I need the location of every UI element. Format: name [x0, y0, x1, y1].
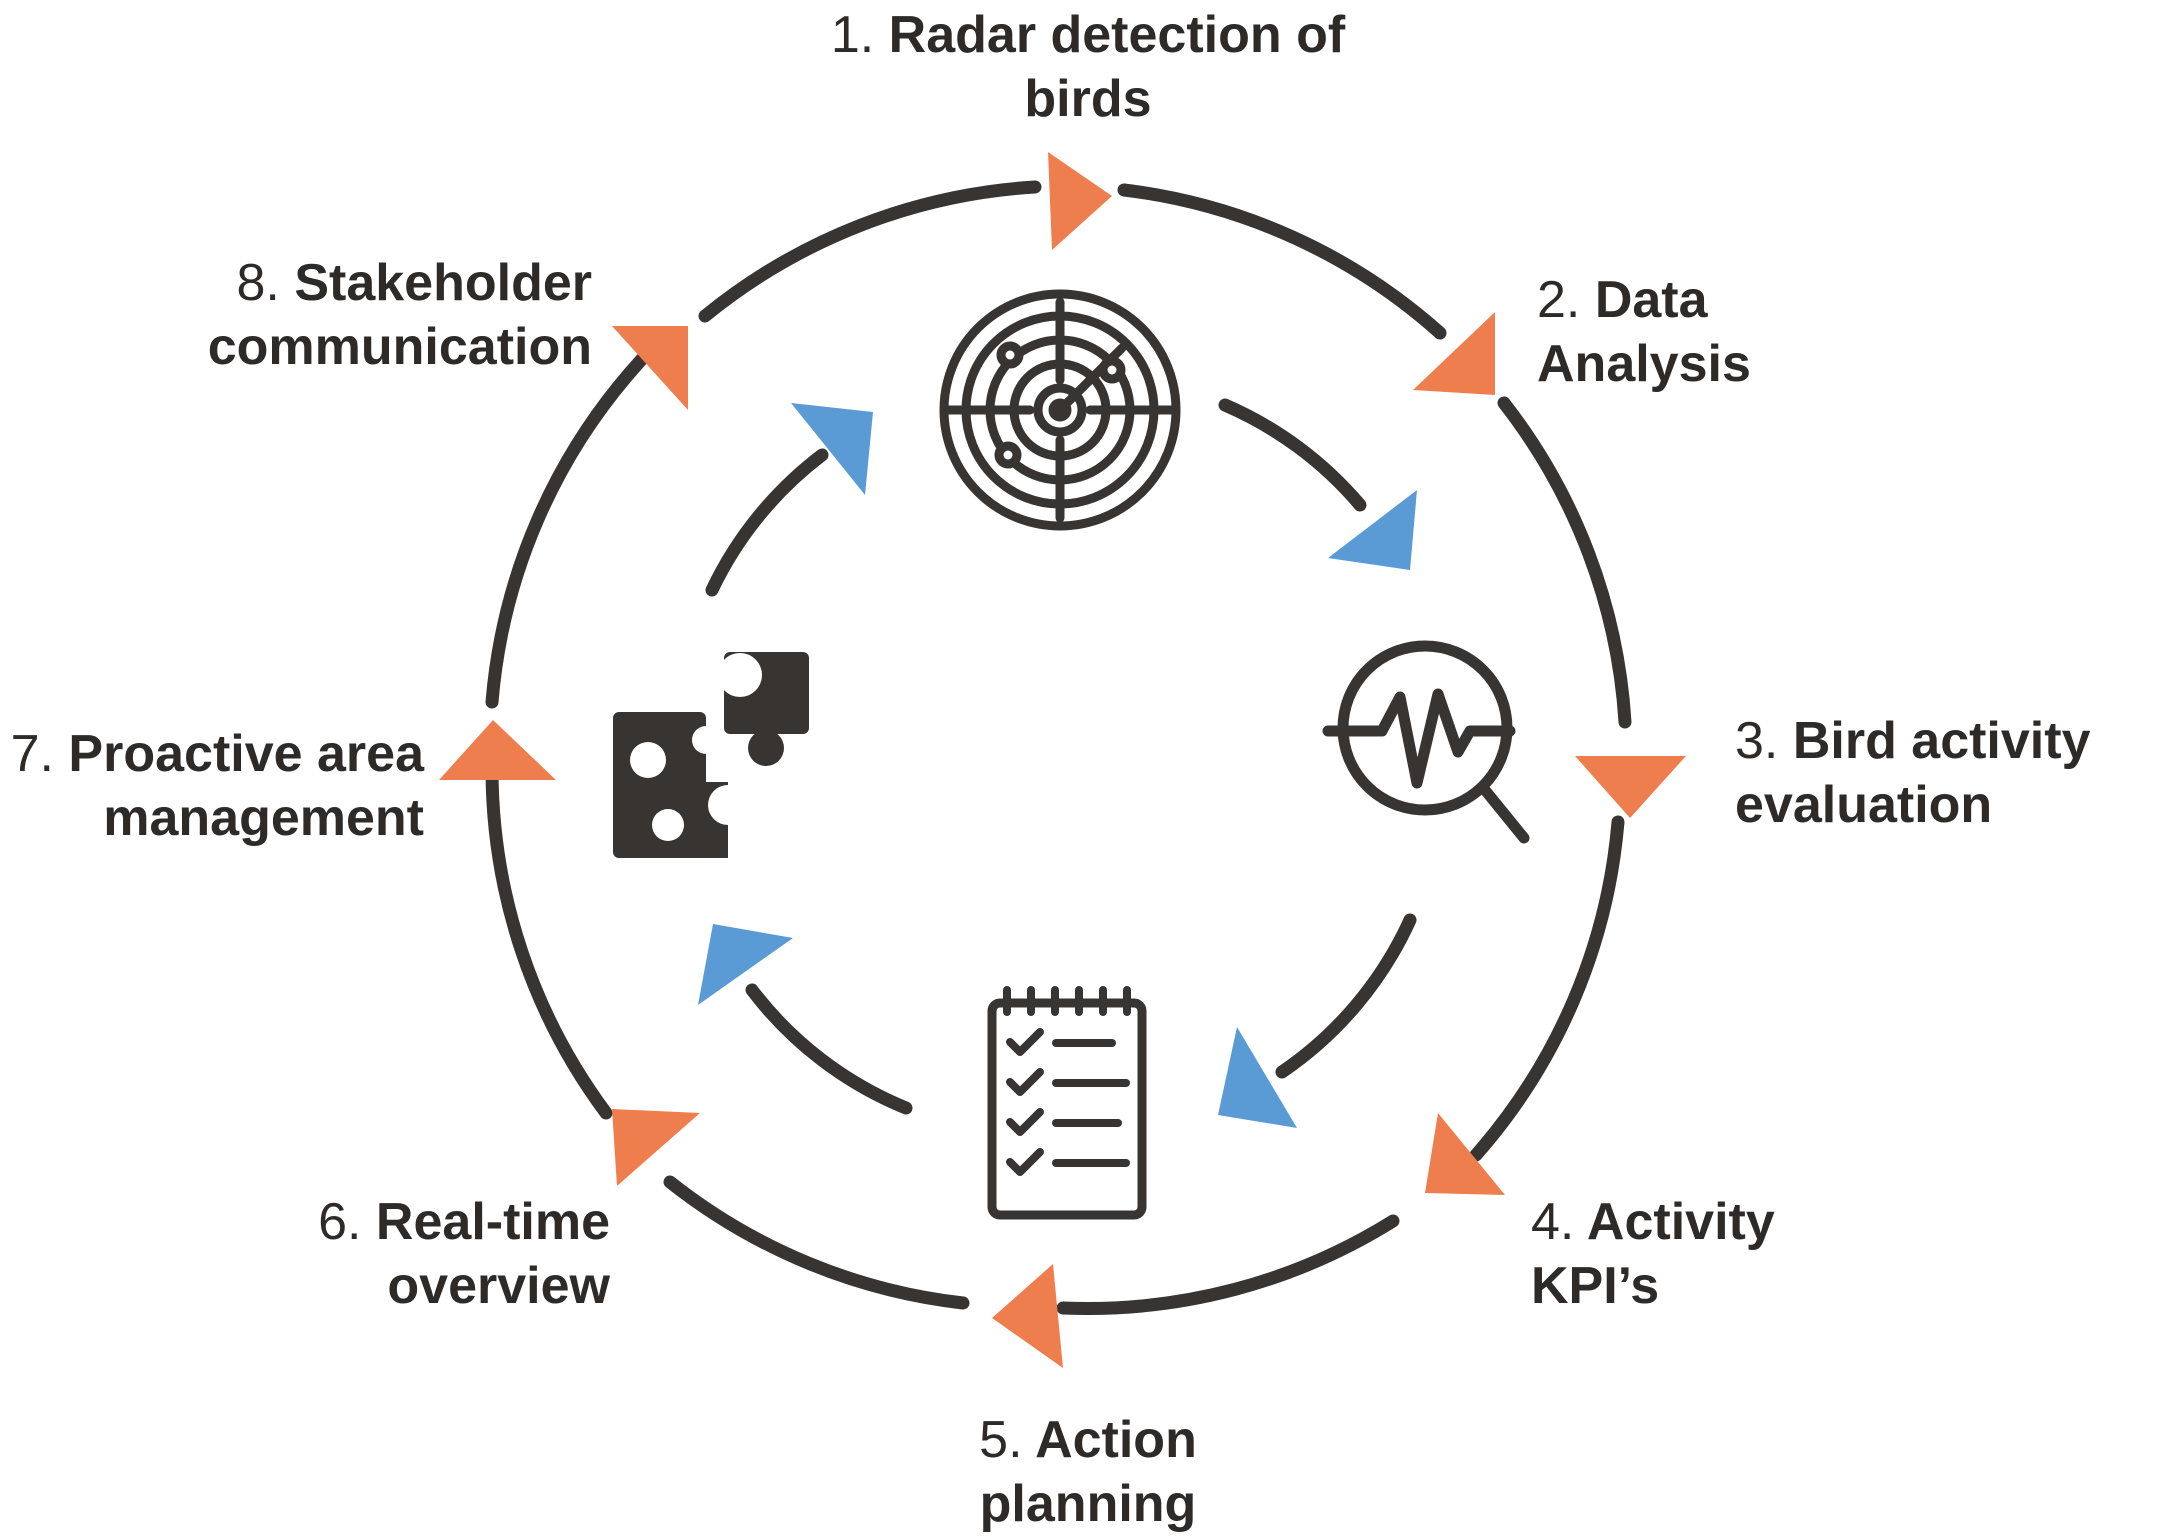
inner-arrow-4 — [791, 403, 873, 495]
inner-arrow-1 — [1328, 490, 1417, 570]
inner-arrows — [698, 403, 1417, 1128]
arrow-step-1 — [1048, 152, 1112, 250]
radar-icon — [939, 289, 1181, 531]
inner-ring — [705, 398, 1417, 1115]
step-title-line2: management — [103, 789, 424, 847]
step-number: 4. — [1531, 1193, 1575, 1251]
inner-arrow-3 — [698, 924, 793, 1005]
step-title-line2: Analysis — [1537, 335, 1751, 393]
step-title-line1: Stakeholder — [294, 254, 592, 312]
step-number: 5. — [979, 1411, 1023, 1469]
arrow-step-8 — [612, 326, 688, 410]
step-title-line2: KPI’s — [1531, 1257, 1660, 1315]
arrow-step-7 — [439, 720, 556, 780]
arrow-step-2 — [1413, 312, 1495, 395]
step-number: 3. — [1735, 712, 1779, 770]
step-title-line1: Real-time — [375, 1193, 610, 1251]
step-label-5: 5. Action planning — [918, 1408, 1258, 1536]
step-title-line1: Activity — [1586, 1193, 1775, 1251]
step-label-1: 1. Radar detection of birds — [818, 3, 1358, 131]
arrow-step-4 — [1425, 1113, 1505, 1195]
step-label-7: 7. Proactive area management — [0, 722, 424, 850]
step-title-line1: Bird activity — [1792, 712, 2091, 770]
magnifier-pulse-icon — [1322, 640, 1530, 844]
step-label-2: 2. Data Analysis — [1537, 268, 1857, 396]
arrow-step-6 — [612, 1109, 700, 1186]
step-number: 7. — [10, 725, 54, 783]
checklist-icon — [987, 986, 1147, 1220]
arrow-step-3 — [1575, 756, 1686, 818]
step-title-line1: Data — [1594, 271, 1708, 329]
outer-arrows — [439, 152, 1686, 1368]
step-label-4: 4. Activity KPI’s — [1531, 1190, 1891, 1318]
inner-arrow-2 — [1218, 1027, 1297, 1128]
step-title-line2: birds — [1024, 70, 1152, 128]
outer-ring — [485, 180, 1632, 1315]
step-label-8: 8. Stakeholder communication — [120, 251, 592, 379]
step-number: 6. — [318, 1193, 362, 1251]
step-title-line2: planning — [979, 1475, 1197, 1533]
step-title-line2: evaluation — [1735, 776, 1993, 834]
step-title-line2: overview — [387, 1257, 610, 1315]
step-label-6: 6. Real-time overview — [250, 1190, 610, 1318]
step-title-line2: communication — [207, 318, 592, 376]
step-title-line1: Action — [1035, 1411, 1197, 1469]
step-number: 2. — [1537, 271, 1581, 329]
step-label-3: 3. Bird activity evaluation — [1735, 709, 2155, 837]
step-title-line1: Radar detection of — [888, 6, 1346, 64]
step-number: 8. — [236, 254, 280, 312]
step-number: 1. — [830, 6, 875, 64]
puzzle-icon — [613, 652, 809, 858]
arrow-step-5 — [992, 1264, 1063, 1368]
step-title-line1: Proactive area — [68, 725, 424, 783]
